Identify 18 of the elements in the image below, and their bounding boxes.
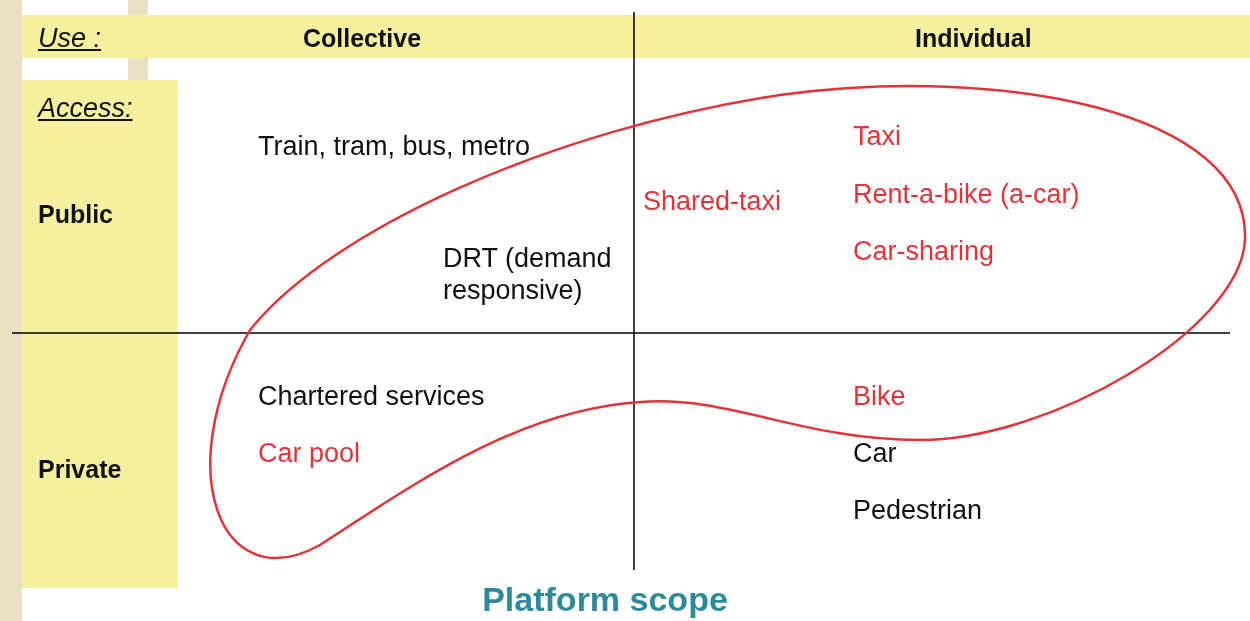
mode-text: Pedestrian <box>853 494 983 526</box>
column-header-label: Use : <box>38 22 102 54</box>
mode-text: Shared-taxi <box>643 185 782 217</box>
mode-text: DRT (demand responsive) <box>443 242 613 306</box>
row-header-label: Access: <box>38 92 133 124</box>
mode-text: Rent-a-bike (a-car) <box>853 178 1080 210</box>
column-header: Individual <box>915 23 1032 54</box>
mode-text: Car <box>853 437 897 469</box>
row-header: Public <box>38 199 113 230</box>
mode-text: Car-sharing <box>853 235 995 267</box>
caption: Platform scope <box>481 580 729 619</box>
mode-text: Train, tram, bus, metro <box>258 130 532 162</box>
mode-text: Chartered services <box>258 380 485 412</box>
mode-text: Taxi <box>853 120 901 152</box>
row-header: Private <box>38 454 122 485</box>
column-header: Collective <box>303 23 422 54</box>
mode-text: Bike <box>853 380 906 412</box>
mode-text: Car pool <box>258 437 361 469</box>
